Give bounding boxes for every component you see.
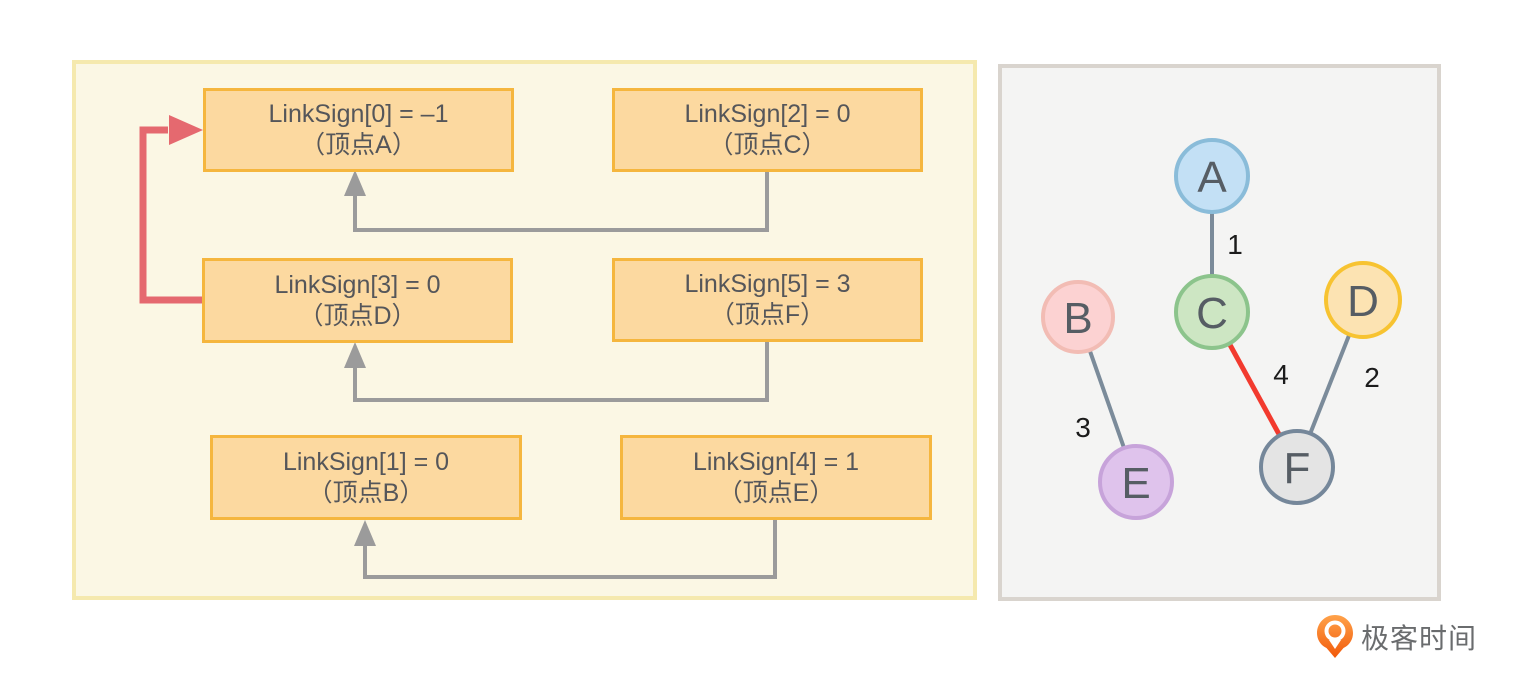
graph-svg: 1 3 2 4 A B C D E F: [1041, 138, 1402, 520]
node-d: [1324, 261, 1402, 339]
linksign-vertex: （顶点D）: [298, 301, 417, 330]
linksign-value: LinkSign[5] = 3: [684, 270, 851, 298]
linksign-box-c: LinkSign[2] = 0 （顶点C）: [612, 88, 923, 172]
arrowhead-right-icon: [169, 115, 203, 145]
linksign-panel: LinkSign[0] = –1 （顶点A） LinkSign[2] = 0 （…: [72, 60, 977, 600]
node-c: [1174, 274, 1250, 350]
arrowhead-up-icon: [344, 170, 366, 196]
node-e-label: E: [1121, 459, 1150, 508]
linksign-vertex: （顶点F）: [709, 301, 826, 329]
linksign-box-b: LinkSign[1] = 0 （顶点B）: [210, 435, 522, 520]
linksign-box-a: LinkSign[0] = –1 （顶点A）: [203, 88, 514, 172]
graph-panel: 1 3 2 4 A B C D E F: [998, 64, 1441, 601]
brand-name: 极客时间: [1361, 623, 1478, 654]
linksign-vertex: （顶点C）: [708, 131, 827, 159]
arrowhead-up-icon: [344, 342, 366, 368]
node-b: [1041, 280, 1115, 354]
arrow-d-to-a-highlight: [139, 115, 203, 304]
node-f: [1259, 429, 1335, 505]
linksign-box-d: LinkSign[3] = 0 （顶点D）: [202, 258, 513, 343]
geektime-logo-icon: [1317, 615, 1353, 658]
node-a-label: A: [1197, 153, 1227, 202]
arrow-c-to-a: [344, 170, 769, 232]
arrowhead-up-icon: [354, 520, 376, 546]
linksign-value: LinkSign[3] = 0: [274, 270, 441, 299]
edge-weight-d-f: 2: [1364, 362, 1380, 393]
linksign-vertex: （顶点B）: [307, 478, 425, 507]
arrow-e-to-b: [354, 520, 777, 579]
node-b-label: B: [1063, 294, 1092, 343]
linksign-vertex: （顶点E）: [717, 478, 835, 507]
brand-footer: 极客时间: [1316, 612, 1477, 662]
node-e: [1098, 444, 1174, 520]
linksign-value: LinkSign[1] = 0: [282, 447, 450, 476]
linksign-value: LinkSign[0] = –1: [268, 100, 449, 128]
node-d-label: D: [1347, 277, 1379, 326]
edge-weight-b-e: 3: [1075, 412, 1091, 443]
linksign-box-e: LinkSign[4] = 1 （顶点E）: [620, 435, 932, 520]
edge-weight-a-c: 1: [1227, 229, 1243, 260]
linksign-value: LinkSign[2] = 0: [684, 100, 851, 128]
edge-weight-c-f: 4: [1273, 359, 1289, 390]
node-a: [1174, 138, 1250, 214]
arrow-f-to-d: [344, 342, 769, 402]
linksign-vertex: （顶点A）: [300, 131, 417, 159]
linksign-box-f: LinkSign[5] = 3 （顶点F）: [612, 258, 923, 342]
node-c-label: C: [1196, 289, 1228, 338]
node-f-label: F: [1284, 444, 1311, 493]
linksign-value: LinkSign[4] = 1: [692, 447, 860, 476]
